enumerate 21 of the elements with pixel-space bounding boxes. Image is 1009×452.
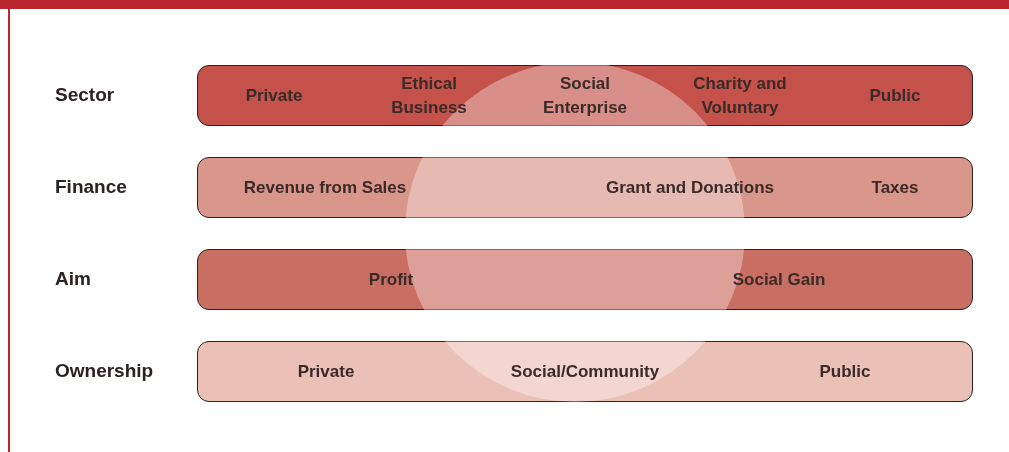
band-label: Ethical Business xyxy=(390,72,468,119)
band-label: Social/Community xyxy=(509,360,661,383)
band-label: Social Gain xyxy=(731,268,827,291)
band-bar xyxy=(197,65,973,126)
row-heading: Ownership xyxy=(55,360,154,382)
band-label: Public xyxy=(818,360,872,383)
band-label: Taxes xyxy=(870,176,920,199)
row-heading: Finance xyxy=(55,176,127,198)
band-label: Revenue from Sales xyxy=(242,176,408,199)
row-heading: Sector xyxy=(55,84,115,106)
band-bar xyxy=(197,249,973,310)
band-bar xyxy=(197,341,973,402)
band-label: Private xyxy=(296,360,356,383)
band-label: Grant and Donations xyxy=(604,176,776,199)
band-label: Social Enterprise xyxy=(541,72,629,119)
band-label: Private xyxy=(244,84,304,107)
row-heading: Aim xyxy=(55,268,91,290)
band-bar xyxy=(197,157,973,218)
band-label: Profit xyxy=(367,268,415,291)
band-label: Public xyxy=(868,84,922,107)
band-label: Charity and Voluntary xyxy=(692,72,788,119)
